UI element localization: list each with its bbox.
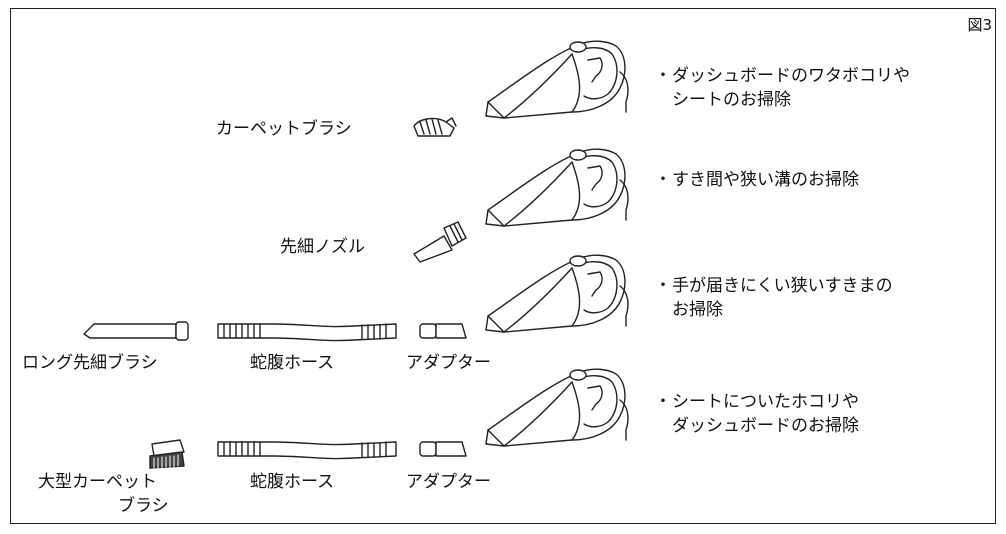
vacuum-cleaner-icon: [485, 368, 629, 447]
large-carpet-brush-icon: [149, 439, 185, 469]
label-long-brush: ロング先細ブラシ: [22, 353, 158, 373]
label-adapter-1: アダプター: [406, 353, 491, 373]
figure-label: 図3: [967, 16, 992, 34]
label-large-brush-1: 大型カーペット: [38, 472, 157, 492]
label-nozzle: 先細ノズル: [280, 237, 365, 257]
label-hose-2: 蛇腹ホース: [250, 472, 335, 492]
label-carpet-brush: カーペットブラシ: [216, 119, 352, 139]
vacuum-cleaner-icon: [485, 254, 629, 333]
label-adapter-2: アダプター: [406, 472, 491, 492]
label-large-brush-2: ブラシ: [118, 496, 169, 516]
adapter-icon: [419, 323, 467, 339]
figure-frame: [10, 8, 996, 524]
label-hose-1: 蛇腹ホース: [250, 353, 335, 373]
long-narrow-brush-icon: [83, 321, 189, 341]
carpet-brush-icon: [413, 117, 457, 137]
narrow-nozzle-icon: [413, 221, 467, 263]
vacuum-cleaner-icon: [485, 40, 629, 119]
description-1: ・ダッシュボードのワタボコリや シートのお掃除: [654, 66, 911, 110]
corrugated-hose-icon: [217, 441, 397, 460]
description-2: ・すき間や狭い溝のお掃除: [654, 170, 860, 190]
description-3: ・手が届きにくい狭いすきまの お掃除: [654, 276, 893, 320]
adapter-icon: [419, 441, 467, 457]
description-4: ・シートについたホコリや ダッシュボードのお掃除: [654, 392, 860, 436]
vacuum-cleaner-icon: [485, 148, 629, 227]
corrugated-hose-icon: [217, 323, 397, 342]
